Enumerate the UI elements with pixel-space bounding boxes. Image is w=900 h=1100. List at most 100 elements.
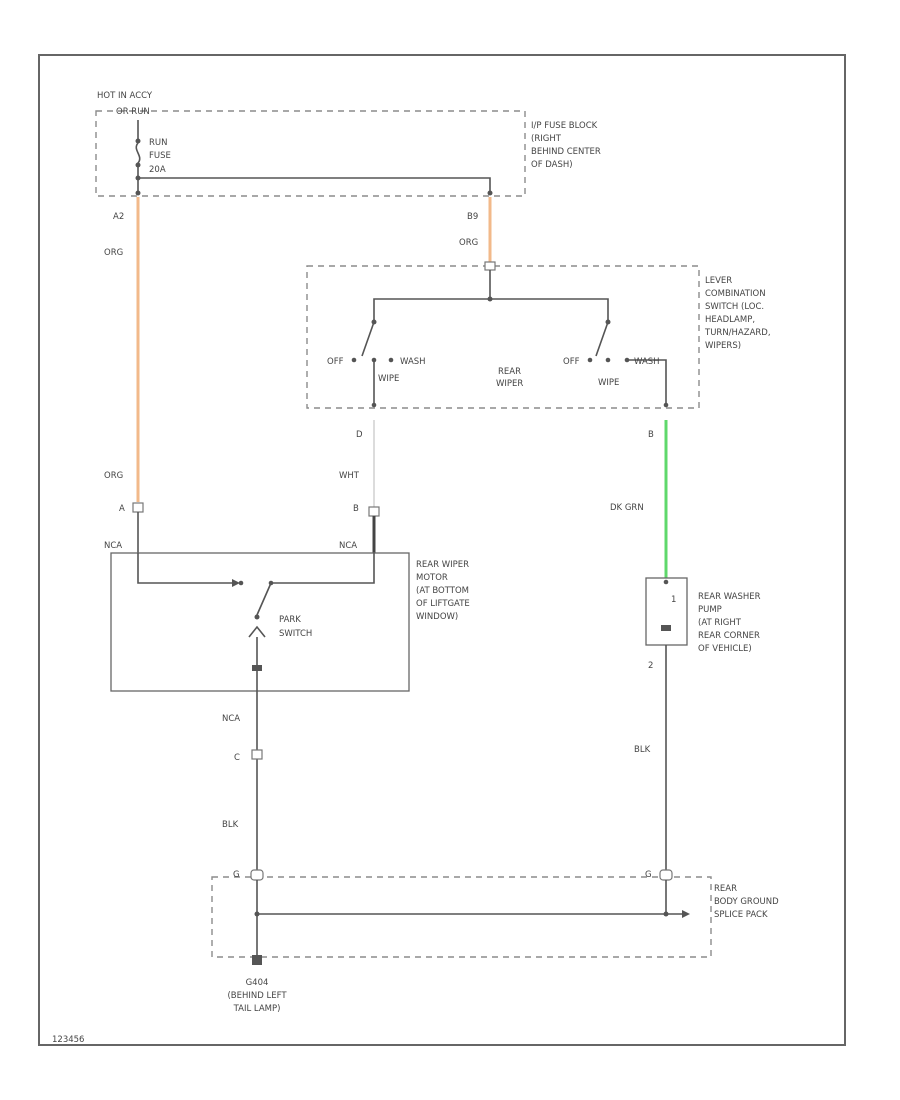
lever-switch-label-2: COMBINATION <box>705 289 766 299</box>
pin-b9-label: B9 <box>467 212 478 222</box>
motor-connector-a <box>132 502 144 513</box>
right-switch-off-label: OFF <box>563 357 580 367</box>
rear-wiper-motor-box <box>110 552 410 692</box>
pump-terminal-2 <box>661 625 671 631</box>
right-switch-off-contact <box>587 357 593 363</box>
pin-a-motor-label: A <box>119 504 125 514</box>
pin-g-left-label: G <box>233 870 240 880</box>
park-switch-blade <box>256 582 272 616</box>
park-switch-left-contact <box>238 580 244 586</box>
rear-wiper-motor-label-2: MOTOR <box>416 573 448 583</box>
fuse-symbol <box>135 142 141 164</box>
bus-junction <box>135 175 141 181</box>
wire-org-label-3: ORG <box>104 471 123 481</box>
wire-blk-label-2: BLK <box>634 745 651 755</box>
pin-g-right-label: G <box>645 870 652 880</box>
ground-point-label-2: (BEHIND LEFT <box>227 991 287 1001</box>
ip-fuse-block-label-4: OF DASH) <box>531 160 573 170</box>
inline-connector-c <box>251 749 263 760</box>
lever-switch-label-4: HEADLAMP, <box>705 315 755 325</box>
lever-switch-label-1: LEVER <box>705 276 732 286</box>
left-switch-wipe-label: WIPE <box>378 374 399 384</box>
left-switch-wash-label: WASH <box>400 357 426 367</box>
pin-c-label: C <box>234 753 240 763</box>
right-switch-wipe-contact <box>605 357 611 363</box>
rear-washer-pump-label-5: OF VEHICLE) <box>698 644 752 654</box>
splice-pack-label-1: REAR <box>714 884 737 894</box>
motor-connector-b <box>368 506 380 517</box>
ground-point-label-3: TAIL LAMP) <box>233 1004 281 1014</box>
nca-label-2: NCA <box>339 541 357 551</box>
lever-switch-label-3: SWITCH (LOC. <box>705 302 764 312</box>
park-switch-label-2: SWITCH <box>279 629 312 639</box>
pin-b-motor-label: B <box>353 504 359 514</box>
park-switch-label-1: PARK <box>279 615 301 625</box>
splice-connector-left <box>250 869 264 881</box>
pin-d-label: D <box>356 430 363 440</box>
rear-washer-pump-label-2: PUMP <box>698 605 722 615</box>
splice-bus-arrow <box>682 910 690 918</box>
splice-pack-outline <box>211 876 712 958</box>
internal-bus-wire <box>138 177 491 194</box>
left-switch-off-label: OFF <box>327 357 344 367</box>
ip-fuse-block-outline <box>95 110 526 197</box>
rear-washer-pump-box <box>645 577 688 646</box>
rear-wiper-motor-label-4: OF LIFTGATE <box>416 599 470 609</box>
right-switch-blade <box>595 321 609 357</box>
splice-right-junction <box>663 911 669 917</box>
hot-in-sub-label: OR RUN <box>116 107 150 117</box>
fuse-label-line3: 20A <box>149 165 166 175</box>
ip-fuse-block-label-3: BEHIND CENTER <box>531 147 601 157</box>
rear-washer-pump-label-1: REAR WASHER <box>698 592 761 602</box>
lever-pin-d-terminal <box>371 402 377 408</box>
lever-bus-wire <box>373 298 609 320</box>
b9-terminal <box>487 190 493 196</box>
wire-org-label-2: ORG <box>459 238 478 248</box>
right-switch-wipe-label: WIPE <box>598 378 619 388</box>
park-switch-pivot <box>254 614 260 620</box>
ip-fuse-block-label-1: I/P FUSE BLOCK <box>531 121 598 131</box>
nca-label-3: NCA <box>222 714 240 724</box>
wire-dk-grn-label: DK GRN <box>610 503 644 513</box>
wire-wht-label: WHT <box>339 471 360 481</box>
pump-terminal-1 <box>663 579 669 585</box>
pin-a2-label: A2 <box>113 212 124 222</box>
pin-b-lever-label: B <box>648 430 654 440</box>
rear-wiper-label-2: WIPER <box>496 379 523 389</box>
fuse-label-line1: RUN <box>149 138 168 148</box>
motor-internal-b-wire <box>273 553 375 584</box>
lever-switch-label-5: TURN/HAZARD, <box>704 328 771 338</box>
fuse-terminal-top <box>135 138 141 144</box>
right-switch-wash-label: WASH <box>634 357 660 367</box>
splice-pack-label-2: BODY GROUND <box>714 897 779 907</box>
nca-label-1: NCA <box>104 541 122 551</box>
wire-org-label-1: ORG <box>104 248 123 258</box>
rear-wiper-motor-label-3: (AT BOTTOM <box>416 586 469 596</box>
lever-switch-label-6: WIPERS) <box>705 341 741 351</box>
motor-internal-arrow <box>232 579 240 587</box>
left-switch-off-contact <box>351 357 357 363</box>
motor-internal-a-wire <box>137 553 234 584</box>
figure-id: 123456 <box>52 1035 84 1045</box>
left-switch-wash-contact <box>388 357 394 363</box>
fuse-label-line2: FUSE <box>149 151 171 161</box>
right-switch-output-wire <box>627 359 667 405</box>
a2-terminal <box>135 190 141 196</box>
splice-connector-right <box>659 869 673 881</box>
park-switch-cam <box>248 625 266 638</box>
left-switch-wipe-contact <box>371 357 377 363</box>
lever-switch-outline <box>306 265 700 409</box>
motor-ground-terminal <box>252 665 262 671</box>
rear-wiper-motor-label-1: REAR WIPER <box>416 560 469 570</box>
ip-fuse-block-label-2: (RIGHT <box>531 134 562 144</box>
rear-wiper-label-1: REAR <box>498 367 521 377</box>
ground-point-symbol <box>252 955 262 965</box>
diagram-border <box>38 54 846 1046</box>
pin-1-label: 1 <box>671 595 676 605</box>
wire-blk-label-1: BLK <box>222 820 239 830</box>
left-switch-blade <box>361 321 375 357</box>
rear-wiper-motor-label-5: WINDOW) <box>416 612 458 622</box>
ground-point-label-1: G404 <box>246 978 269 988</box>
rear-washer-pump-label-4: REAR CORNER <box>698 631 760 641</box>
